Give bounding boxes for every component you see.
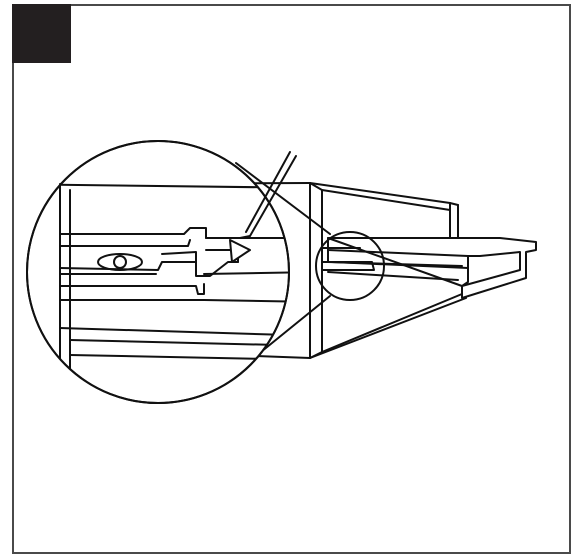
drawer-slide — [322, 238, 536, 298]
magnified-view — [0, 141, 320, 403]
drawer-cabinet — [310, 183, 466, 358]
step-number-badge — [12, 4, 71, 63]
magnify-source-circle — [316, 232, 384, 300]
arrow-indicator — [230, 152, 296, 262]
